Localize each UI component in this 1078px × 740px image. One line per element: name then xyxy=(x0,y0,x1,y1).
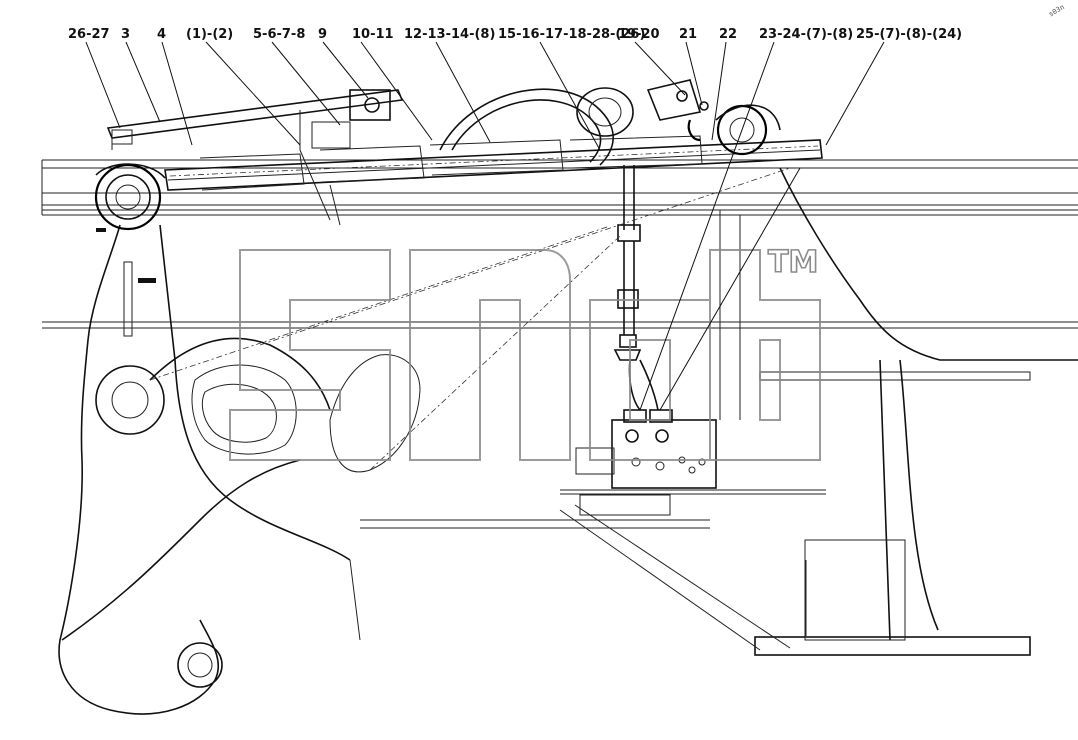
left-pivot xyxy=(94,163,166,231)
callout-1-2: (1)-(2) xyxy=(186,27,233,42)
callout-9: 9 xyxy=(318,27,327,42)
callout-23-24-7-8: 23-24-(7)-(8) xyxy=(759,27,853,42)
frame-rails xyxy=(41,159,1078,329)
callout-labels: 26-27 3 4 (1)-(2) 5-6-7-8 9 10-11 12-13-… xyxy=(68,3,1066,42)
watermark-logo: TM xyxy=(229,244,821,461)
callout-26-27: 26-27 xyxy=(68,27,110,42)
callout-19-20: 19-20 xyxy=(618,27,660,42)
callout-12-13-14-8: 12-13-14-(8) xyxy=(404,27,495,42)
callout-15-16-17-18-28-26: 15-16-17-18-28-(26) xyxy=(498,27,645,42)
arm-body xyxy=(58,224,421,715)
top-plate xyxy=(106,89,404,150)
trademark-symbol: TM xyxy=(768,245,818,280)
callout-3: 3 xyxy=(121,27,130,42)
drawing-reference-mark: s03n xyxy=(1047,3,1066,18)
reference-lines xyxy=(149,167,791,651)
callout-21: 21 xyxy=(679,27,697,42)
callout-22: 22 xyxy=(719,27,737,42)
right-frame xyxy=(690,167,1078,656)
callout-5-6-7-8: 5-6-7-8 xyxy=(253,27,305,42)
hydraulic-cylinder xyxy=(164,89,823,226)
control-valve xyxy=(360,419,826,529)
callout-10-11: 10-11 xyxy=(352,27,394,42)
bracket-assembly xyxy=(646,79,781,156)
leader-lines xyxy=(85,41,885,411)
callout-25-7-8-24: 25-(7)-(8)-(24) xyxy=(856,27,962,42)
callout-4: 4 xyxy=(157,27,166,42)
hose-to-valve xyxy=(613,165,673,423)
